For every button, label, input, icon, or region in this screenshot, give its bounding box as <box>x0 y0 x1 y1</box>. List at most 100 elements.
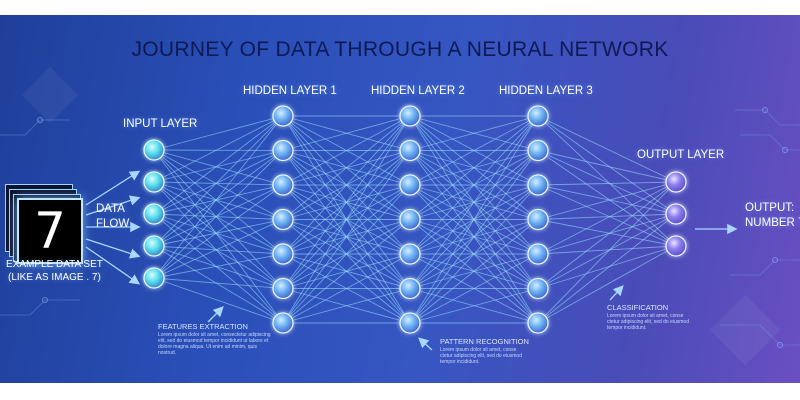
diagram-title: JOURNEY OF DATA THROUGH A NEURAL NETWORK <box>131 38 669 61</box>
connection-line <box>153 277 284 289</box>
hidden3-node-7 <box>527 312 549 334</box>
circuit-dot <box>782 147 788 153</box>
hidden2-node-4 <box>399 208 421 231</box>
connection-line <box>282 115 411 220</box>
hidden2-node-6 <box>399 277 421 300</box>
output-node-1 <box>665 171 687 193</box>
connection-line <box>537 184 677 215</box>
connection-line <box>282 115 411 289</box>
example-image-card: 7 <box>3 180 83 270</box>
flow-arrows <box>85 170 738 351</box>
flow-arrow <box>609 285 624 301</box>
connection-line <box>537 150 677 183</box>
connection-line <box>537 213 677 220</box>
hidden3-node-2 <box>527 139 549 162</box>
nodes-group <box>143 105 687 334</box>
hidden1-node-1 <box>272 105 294 127</box>
input-node-3 <box>143 203 165 225</box>
circuit-dot <box>762 107 768 113</box>
data-flow-line2: FLOW <box>96 218 130 230</box>
connection-line <box>537 115 677 215</box>
connection-line <box>537 213 677 289</box>
hidden2-node-2 <box>399 139 421 162</box>
output-result-line1: OUTPUT: <box>745 202 795 214</box>
circuit-decoration <box>0 66 800 366</box>
connection-line <box>153 219 284 247</box>
connection-line <box>153 245 284 289</box>
connection-line <box>153 245 284 324</box>
connection-line <box>153 181 284 289</box>
connection-line <box>282 150 411 324</box>
connection-line <box>153 245 284 255</box>
circuit-dot <box>772 257 778 263</box>
connection-line <box>153 184 284 247</box>
input-node-2 <box>143 171 165 193</box>
example-label-line1: EXAMPLE DATA SET <box>6 259 103 270</box>
connection-line <box>153 181 284 255</box>
connection-line <box>537 213 677 324</box>
hidden1-node-5 <box>272 243 294 265</box>
connection-line <box>153 213 284 255</box>
hidden-layer-2-label: HIDDEN LAYER 2 <box>371 85 465 97</box>
input-node-1 <box>143 139 165 161</box>
features-extraction-title: FEATURES EXTRACTION <box>158 322 248 331</box>
connection-line <box>537 115 677 183</box>
connection-line <box>153 150 284 183</box>
connection-line <box>282 115 411 186</box>
network-graphic <box>0 66 800 366</box>
connection-line <box>409 219 539 324</box>
hidden2-node-7 <box>399 312 421 334</box>
decor-diamond <box>709 294 781 366</box>
connection-line <box>537 181 677 220</box>
connection-line <box>409 115 539 220</box>
hidden2-node-1 <box>399 105 421 127</box>
connection-line <box>153 115 284 215</box>
digit-image: 7 <box>17 198 83 264</box>
classification-title: CLASSIFICATION <box>607 303 669 312</box>
connection-line <box>409 288 539 324</box>
output-node-2 <box>665 203 687 225</box>
connection-line <box>153 149 284 255</box>
flow-arrow <box>207 306 224 323</box>
connection-line <box>282 288 411 324</box>
hidden-layer-1-label: HIDDEN LAYER 1 <box>243 85 337 97</box>
input-layer-label: INPUT LAYER <box>123 118 198 130</box>
connection-line <box>153 181 284 186</box>
connection-line <box>537 150 677 247</box>
connection-line <box>409 115 539 255</box>
flow-arrow <box>418 337 433 351</box>
connection-line <box>409 184 539 324</box>
connection-line <box>282 253 411 324</box>
connection-line <box>153 213 284 324</box>
connection-line <box>153 219 284 279</box>
hidden1-node-3 <box>272 174 294 196</box>
connection-line <box>537 213 677 255</box>
circuit-dot <box>37 117 43 123</box>
connection-line <box>537 115 677 247</box>
connection-line <box>282 115 411 151</box>
output-node-3 <box>665 235 687 257</box>
hidden3-node-6 <box>527 277 549 300</box>
connection-line <box>282 115 411 255</box>
hidden3-node-1 <box>527 105 549 127</box>
connections-group <box>153 115 677 324</box>
connection-line <box>153 149 284 151</box>
classification-text: Lorem ipsum dolor sit amet, conse ctetur… <box>607 313 689 331</box>
connection-line <box>153 115 284 183</box>
flow-arrow <box>85 170 141 206</box>
connection-line <box>153 150 284 279</box>
flow-arrow <box>85 195 141 216</box>
connection-line <box>153 184 284 215</box>
input-node-5 <box>143 267 165 289</box>
connection-line <box>153 181 284 324</box>
connection-line <box>153 253 284 279</box>
connection-line <box>153 181 284 220</box>
connection-line <box>409 115 539 151</box>
connection-line <box>153 150 284 215</box>
connection-line <box>537 245 677 289</box>
connection-line <box>153 115 284 151</box>
connection-line <box>153 150 284 247</box>
connection-line <box>153 213 284 220</box>
hidden3-node-4 <box>527 208 549 231</box>
connection-line <box>153 149 284 186</box>
